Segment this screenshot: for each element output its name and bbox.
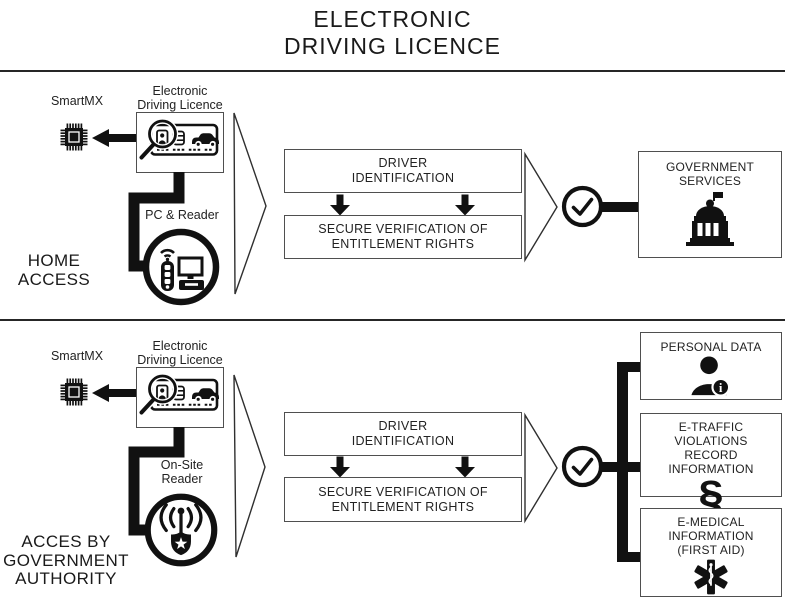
etraffic-violations-label: E-TRAFFIC VIOLATIONS RECORD INFORMATION (668, 420, 754, 476)
personal-data-label: PERSONAL DATA (660, 340, 762, 354)
home-access-label: HOME ACCESS (17, 251, 91, 289)
onsite-reader-antenna-badge-icon (144, 493, 218, 567)
secure-verification-box-home: SECURE VERIFICATION OF ENTITLEMENT RIGHT… (284, 215, 522, 259)
checkmark-circle-icon (561, 185, 604, 228)
chevron-right-outline-gov (233, 374, 266, 558)
chevron-right-outline-small-home (524, 151, 558, 263)
driver-identification-box-home: DRIVER IDENTIFICATION (284, 149, 522, 193)
driver-identification-box-gov: DRIVER IDENTIFICATION (284, 412, 522, 456)
smartmx-label-gov: SmartMX (50, 349, 104, 363)
smartmx-chip-icon (60, 123, 88, 151)
chevron-right-outline-small-gov (524, 412, 558, 524)
licence-label-gov: Electronic Driving Licence (137, 339, 223, 367)
licence-card-magnifier-icon (138, 118, 219, 161)
etraffic-violations-box: E-TRAFFIC VIOLATIONS RECORD INFORMATION … (640, 413, 782, 520)
arrow-left-icon (92, 384, 138, 402)
government-building-icon (686, 192, 734, 246)
person-info-icon: i (691, 356, 731, 397)
reader-label-home: PC & Reader (145, 208, 219, 222)
personal-data-box: PERSONAL DATA i (640, 332, 782, 400)
smartmx-label-home: SmartMX (50, 94, 104, 108)
smartmx-chip-icon (60, 378, 88, 406)
licence-label-home: Electronic Driving Licence (137, 84, 223, 112)
pc-and-reader-icon (142, 228, 220, 306)
svg-text:i: i (719, 381, 723, 395)
government-services-box: GOVERNMENT SERVICES (638, 151, 782, 258)
arrow-down-icon (330, 194, 350, 216)
section-divider-middle (0, 319, 785, 321)
government-services-label: GOVERNMENT SERVICES (665, 160, 754, 188)
emedical-box: E-MEDICAL INFORMATION (FIRST AID) (640, 508, 782, 597)
emedical-label: E-MEDICAL INFORMATION (FIRST AID) (668, 515, 754, 557)
reader-label-gov: On-Site Reader (160, 458, 204, 486)
secure-verification-box-gov: SECURE VERIFICATION OF ENTITLEMENT RIGHT… (284, 477, 522, 522)
arrow-down-icon (330, 456, 350, 478)
checkmark-circle-icon (561, 445, 604, 488)
government-authority-access-label: ACCES BY GOVERNMENT AUTHORITY (3, 532, 129, 588)
page-title: ELECTRONIC DRIVING LICENCE (284, 6, 501, 59)
section-divider-top (0, 70, 785, 72)
chevron-right-outline-home (233, 112, 267, 295)
star-of-life-icon (694, 559, 728, 595)
licence-card-magnifier-icon (138, 373, 219, 416)
arrow-down-icon (455, 456, 475, 478)
arrow-down-icon (455, 194, 475, 216)
arrow-left-icon (92, 129, 138, 147)
